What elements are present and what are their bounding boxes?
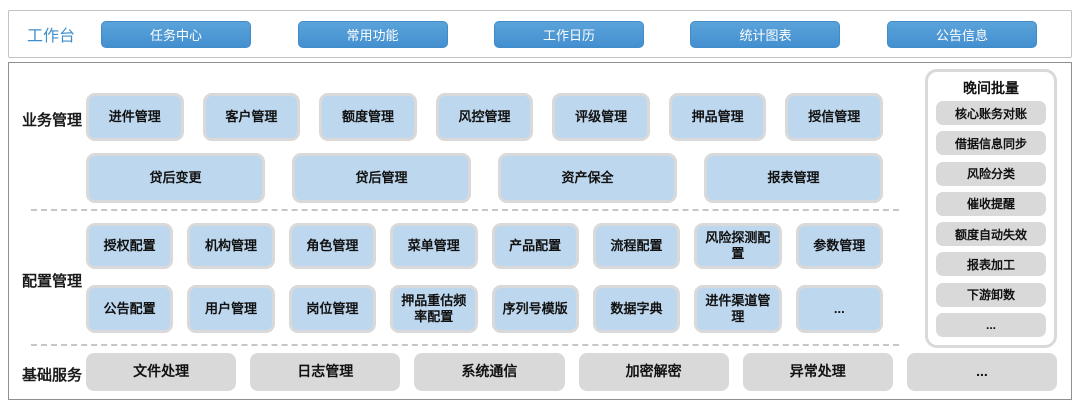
- config-module-tile[interactable]: 产品配置: [491, 223, 579, 269]
- business-module-tile[interactable]: 资产保全: [498, 153, 677, 203]
- section-divider: [31, 344, 899, 346]
- config-row-1: 授权配置机构管理角色管理菜单管理产品配置流程配置风险探测配置参数管理: [86, 223, 883, 269]
- business-module-tile[interactable]: 客户管理: [202, 93, 301, 141]
- config-module-tile[interactable]: 序列号模版: [491, 285, 579, 333]
- section-label-base: 基础服务: [21, 367, 82, 384]
- business-module-tile[interactable]: 贷后变更: [86, 153, 265, 203]
- business-row-2: 贷后变更贷后管理资产保全报表管理: [86, 153, 883, 203]
- base-service-tile[interactable]: 日志管理: [250, 353, 401, 391]
- section-label-config: 配置管理: [21, 273, 82, 290]
- section-divider: [31, 209, 899, 211]
- night-batch-list: 核心账务对账借据信息同步风险分类催收提醒额度自动失效报表加工下游卸数...: [936, 101, 1046, 337]
- night-batch-title: 晚间批量: [963, 80, 1019, 96]
- base-service-tile[interactable]: 异常处理: [742, 353, 893, 391]
- base-service-tile[interactable]: ...: [906, 353, 1058, 391]
- config-module-tile[interactable]: ...: [795, 285, 883, 333]
- workbench-label: 工作台: [27, 28, 76, 45]
- batch-item[interactable]: 借据信息同步: [936, 131, 1046, 156]
- config-module-tile[interactable]: 进件渠道管理: [694, 285, 782, 333]
- business-module-tile[interactable]: 评级管理: [552, 93, 650, 141]
- workbench-tab-button[interactable]: 工作日历: [493, 20, 644, 48]
- batch-item[interactable]: 核心账务对账: [936, 101, 1046, 125]
- workbench-tab-button[interactable]: 任务中心: [101, 20, 252, 48]
- business-module-tile[interactable]: 额度管理: [319, 93, 417, 141]
- business-module-tile[interactable]: 风控管理: [435, 93, 534, 141]
- config-module-tile[interactable]: 参数管理: [795, 223, 883, 269]
- business-module-tile[interactable]: 贷后管理: [292, 153, 471, 203]
- base-service-tile[interactable]: 加密解密: [578, 353, 729, 391]
- config-module-tile[interactable]: 流程配置: [592, 223, 681, 269]
- config-module-tile[interactable]: 岗位管理: [288, 285, 377, 333]
- base-services-row: 文件处理日志管理系统通信加密解密异常处理...: [86, 353, 1058, 391]
- workbench-bar: 工作台 任务中心 常用功能 工作日历 统计图表 公告信息: [8, 10, 1072, 58]
- business-module-tile[interactable]: 授信管理: [785, 93, 884, 141]
- config-module-tile[interactable]: 公告配置: [86, 285, 174, 333]
- platform-panel: 业务管理 进件管理客户管理额度管理风控管理评级管理押品管理授信管理 贷后变更贷后…: [8, 62, 1072, 400]
- business-module-tile[interactable]: 报表管理: [704, 153, 883, 203]
- business-row-1: 进件管理客户管理额度管理风控管理评级管理押品管理授信管理: [86, 93, 884, 141]
- config-module-tile[interactable]: 授权配置: [86, 223, 174, 269]
- config-module-tile[interactable]: 菜单管理: [390, 223, 478, 269]
- night-batch-panel: 晚间批量 核心账务对账借据信息同步风险分类催收提醒额度自动失效报表加工下游卸数.…: [925, 69, 1057, 348]
- batch-item[interactable]: 风险分类: [936, 161, 1046, 186]
- base-service-tile[interactable]: 系统通信: [414, 353, 565, 391]
- batch-item[interactable]: 催收提醒: [936, 191, 1046, 216]
- batch-item[interactable]: ...: [936, 312, 1046, 337]
- batch-item[interactable]: 额度自动失效: [936, 222, 1046, 247]
- config-module-tile[interactable]: 角色管理: [288, 223, 377, 269]
- workbench-tab-button[interactable]: 公告信息: [886, 20, 1037, 48]
- config-module-tile[interactable]: 机构管理: [187, 223, 275, 269]
- business-module-tile[interactable]: 押品管理: [668, 93, 767, 141]
- workbench-tabs: 任务中心 常用功能 工作日历 统计图表 公告信息: [101, 20, 1037, 48]
- workbench-tab-button[interactable]: 统计图表: [690, 20, 841, 48]
- config-module-tile[interactable]: 数据字典: [592, 285, 681, 333]
- config-module-tile[interactable]: 押品重估频率配置: [390, 285, 478, 333]
- config-row-2: 公告配置用户管理岗位管理押品重估频率配置序列号模版数据字典进件渠道管理...: [86, 285, 883, 333]
- config-module-tile[interactable]: 风险探测配置: [694, 223, 782, 269]
- base-service-tile[interactable]: 文件处理: [86, 353, 237, 391]
- section-label-business: 业务管理: [21, 112, 82, 129]
- workbench-tab-button[interactable]: 常用功能: [297, 20, 448, 48]
- batch-item[interactable]: 下游卸数: [936, 282, 1046, 307]
- business-module-tile[interactable]: 进件管理: [86, 93, 184, 141]
- config-module-tile[interactable]: 用户管理: [187, 285, 275, 333]
- batch-item[interactable]: 报表加工: [936, 252, 1046, 277]
